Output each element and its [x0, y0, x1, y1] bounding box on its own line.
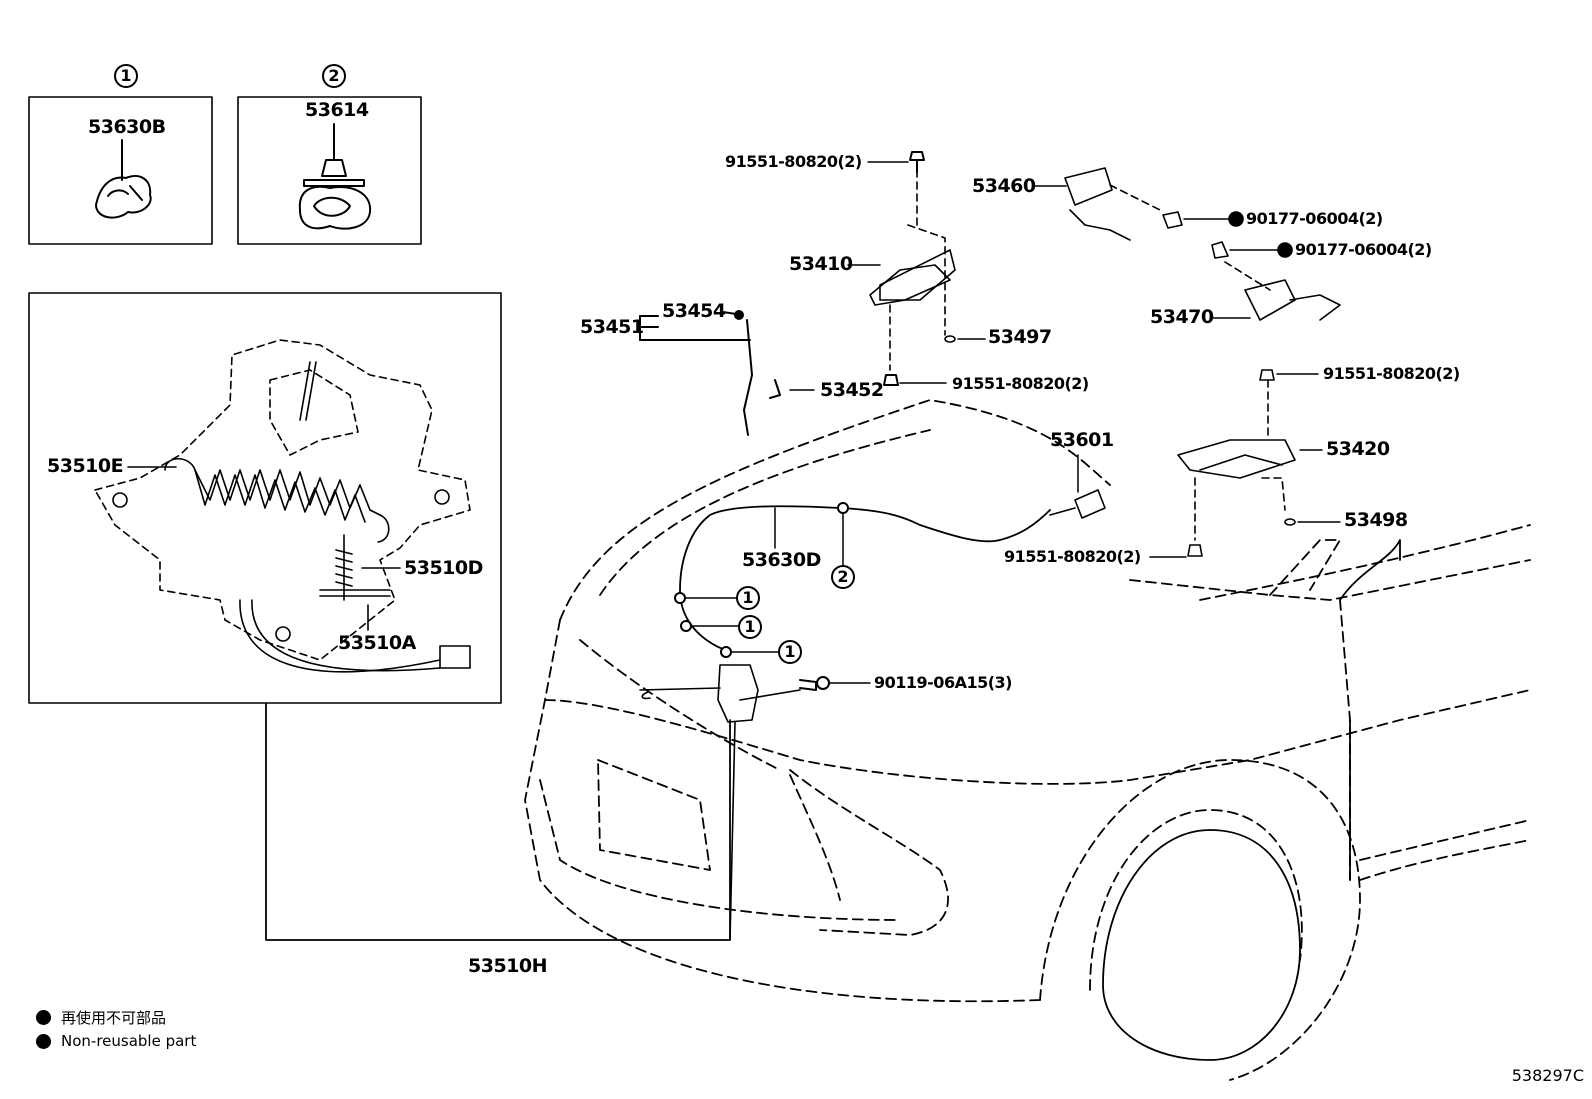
detail-bracket [265, 703, 731, 941]
label-53451: 53451 [580, 316, 644, 338]
cable-marker-2: 2 [831, 565, 855, 589]
label-53460: 53460 [972, 175, 1036, 197]
label-53497: 53497 [988, 326, 1052, 348]
vehicle-outline [524, 399, 1531, 1081]
bolt-top [867, 151, 925, 173]
label-clip-90119: 90119-06A15(3) [874, 673, 1012, 692]
inset-marker-2: 2 [322, 64, 346, 88]
cable-marker-1c: 1 [778, 640, 802, 664]
label-53614: 53614 [305, 99, 369, 121]
label-bolt-right: 91551-80820(2) [1323, 364, 1460, 383]
sensor-53460 [1034, 167, 1244, 241]
figure-code: 538297C [1511, 1066, 1584, 1085]
hood-rod [639, 310, 815, 436]
legend-jp-text: 再使用不可部品 [61, 1009, 167, 1027]
hood-cable [679, 505, 1051, 651]
inset-box-2 [237, 96, 422, 245]
legend-jp: 再使用不可部品 [36, 1007, 166, 1028]
inset-marker-1: 1 [114, 64, 138, 88]
clip-53614-drawing [298, 123, 372, 230]
sensor-53470 [1211, 241, 1341, 321]
grommet-90119 [799, 676, 871, 691]
switch-53601 [1049, 454, 1106, 519]
hood-lock-assembly [639, 664, 801, 941]
clip-53630b-drawing [95, 139, 152, 219]
inset-box-1 [28, 96, 213, 245]
bullet-icon [36, 1010, 51, 1025]
label-53510d: 53510D [404, 557, 483, 579]
cable-marker-1b: 1 [738, 615, 762, 639]
label-53601: 53601 [1050, 429, 1114, 451]
label-nut-2: 90177-06004(2) [1295, 240, 1432, 259]
legend-en: Non-reusable part [36, 1032, 196, 1050]
label-bolt-lower: 91551-80820(2) [1004, 547, 1141, 566]
label-53454: 53454 [662, 300, 726, 322]
label-53410: 53410 [789, 253, 853, 275]
label-nut-1: 90177-06004(2) [1246, 209, 1383, 228]
label-53510h: 53510H [468, 955, 548, 977]
label-53452: 53452 [820, 379, 884, 401]
label-bolt-mid: 91551-80820(2) [952, 374, 1089, 393]
bullet-icon [36, 1033, 51, 1049]
label-53470: 53470 [1150, 306, 1214, 328]
label-53498: 53498 [1344, 509, 1408, 531]
label-53510e: 53510E [47, 455, 124, 477]
hood-lock-detail-drawing [94, 339, 471, 673]
label-53630b: 53630B [88, 116, 166, 138]
label-53420: 53420 [1326, 438, 1390, 460]
label-53510a: 53510A [338, 632, 416, 654]
detail-box [28, 292, 502, 704]
cable-marker-1a: 1 [736, 586, 760, 610]
bolt-mid [883, 374, 947, 386]
label-53630d: 53630D [742, 549, 821, 571]
legend-en-text: Non-reusable part [61, 1032, 197, 1050]
hinge-53420 [1149, 369, 1341, 558]
label-bolt-top: 91551-80820(2) [725, 152, 862, 171]
hinge-53410 [847, 169, 986, 371]
